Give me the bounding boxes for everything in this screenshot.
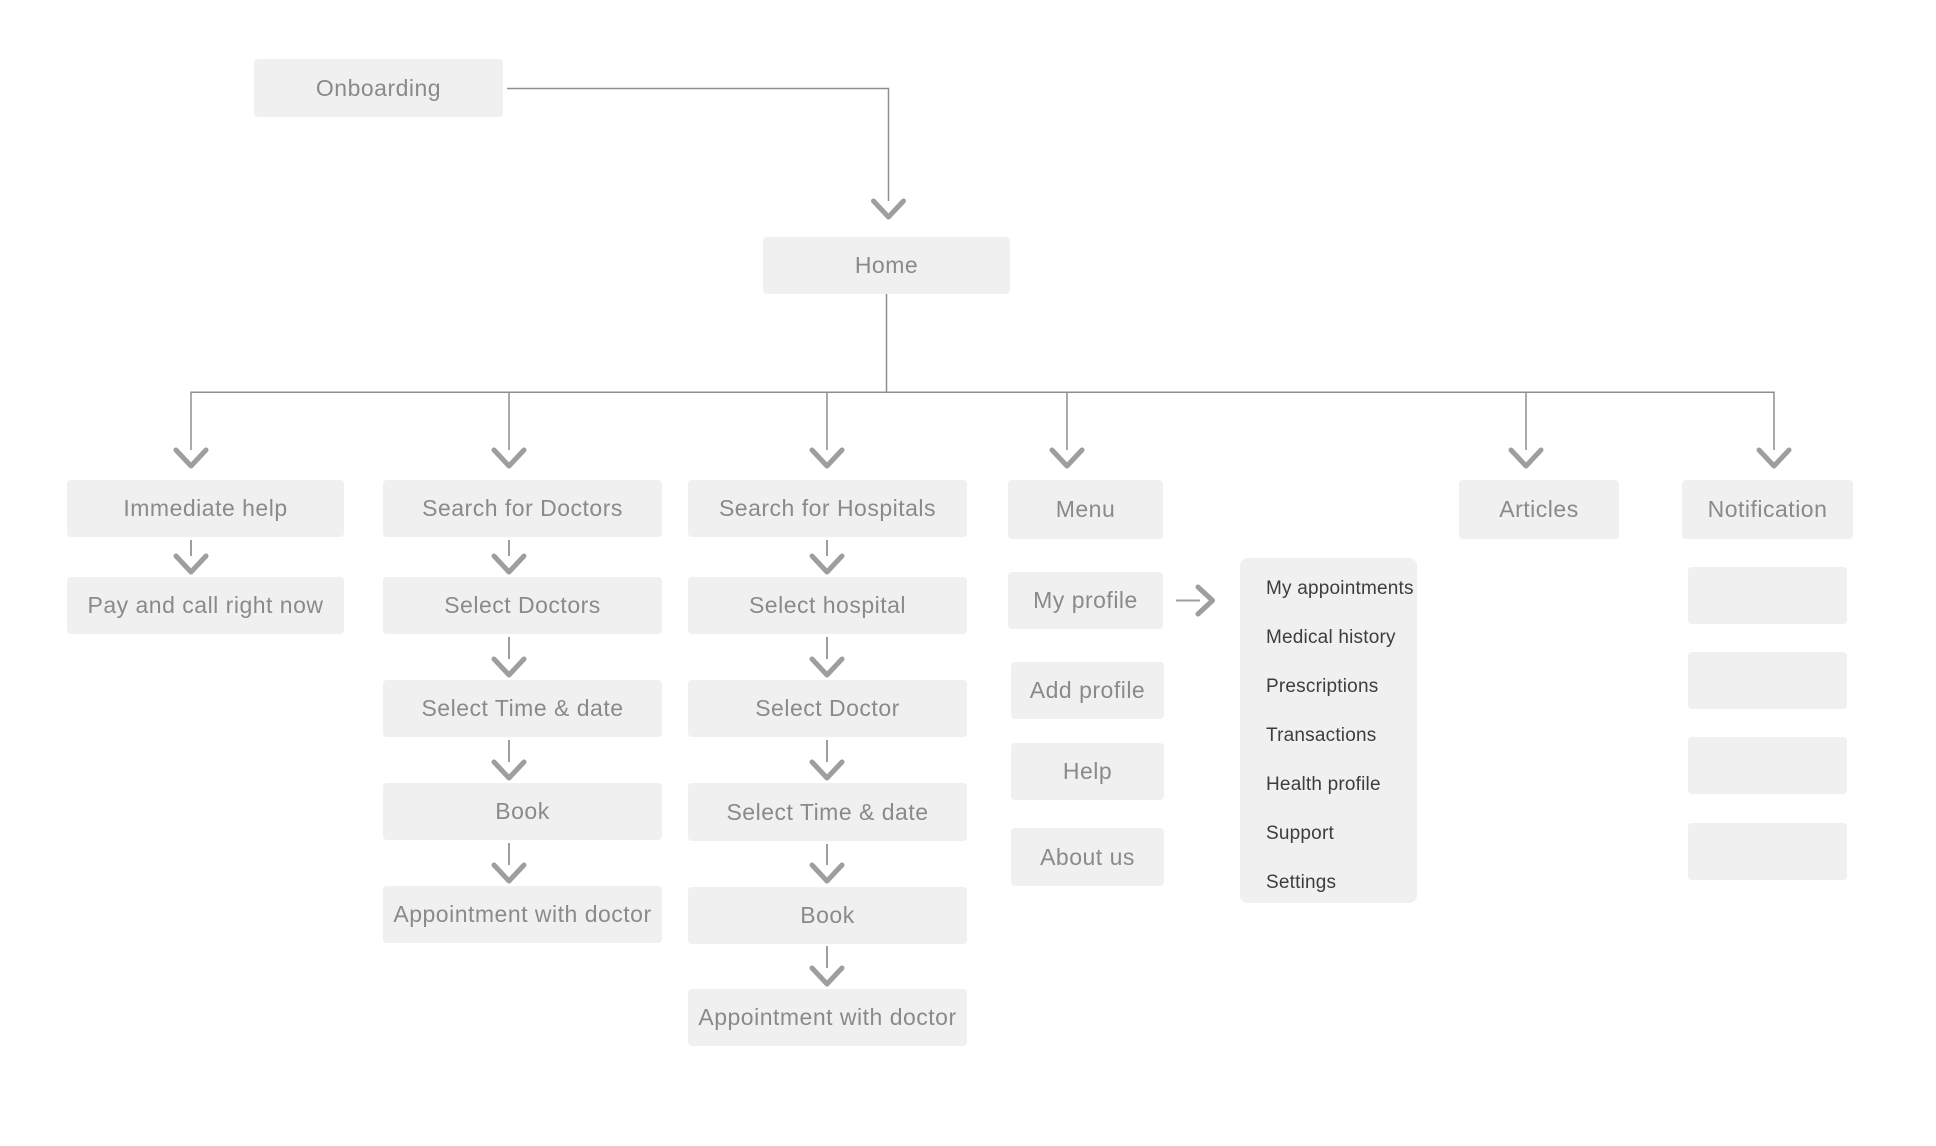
connector-onboarding-home xyxy=(507,87,890,201)
arrow-right-icon xyxy=(1195,584,1215,617)
arrow-down-icon xyxy=(491,759,527,781)
arrow-down-icon xyxy=(491,656,527,678)
arrow-down-icon xyxy=(809,553,845,575)
notification-placeholder xyxy=(1688,652,1847,709)
arrow-down-icon xyxy=(1508,447,1544,469)
arrow-down-icon xyxy=(491,553,527,575)
notification-placeholder xyxy=(1688,823,1847,880)
arrow-down-icon xyxy=(809,862,845,884)
node-articles: Articles xyxy=(1459,480,1619,539)
arrow-down-icon xyxy=(491,862,527,884)
node-my-profile: My profile xyxy=(1008,572,1163,629)
node-book-doctors: Book xyxy=(383,783,662,840)
profile-menu-item-support: Support xyxy=(1266,823,1334,844)
node-appointment-with-doctor-doctors: Appointment with doctor xyxy=(383,886,662,943)
node-onboarding: Onboarding xyxy=(254,59,503,117)
notification-placeholder xyxy=(1688,737,1847,794)
arrow-down-icon xyxy=(173,553,209,575)
arrow-down-icon xyxy=(1756,447,1792,469)
arrow-down-icon xyxy=(173,447,209,469)
node-appointment-with-doctor-hospitals: Appointment with doctor xyxy=(688,989,967,1046)
profile-menu-item-medical-history: Medical history xyxy=(1266,627,1396,648)
node-search-for-doctors: Search for Doctors xyxy=(383,480,662,537)
profile-menu-item-settings: Settings xyxy=(1266,872,1337,893)
arrow-down-icon xyxy=(1049,447,1085,469)
node-about-us: About us xyxy=(1011,828,1164,886)
node-select-doctor: Select Doctor xyxy=(688,680,967,737)
node-immediate-help: Immediate help xyxy=(67,480,344,537)
node-select-doctors: Select Doctors xyxy=(383,577,662,634)
profile-menu-item-my-appointments: My appointments xyxy=(1266,578,1414,599)
node-search-for-hospitals: Search for Hospitals xyxy=(688,480,967,537)
node-select-hospital: Select hospital xyxy=(688,577,967,634)
arrow-down-icon xyxy=(809,759,845,781)
node-select-time-date-doctors: Select Time & date xyxy=(383,680,662,737)
node-pay-and-call-right-now: Pay and call right now xyxy=(67,577,344,634)
profile-menu-item-health-profile: Health profile xyxy=(1266,774,1381,795)
arrow-down-icon xyxy=(809,656,845,678)
node-add-profile: Add profile xyxy=(1011,662,1164,719)
arrow-down-icon xyxy=(871,198,906,220)
notification-placeholder xyxy=(1688,567,1847,624)
profile-menu-item-prescriptions: Prescriptions xyxy=(1266,676,1379,697)
profile-menu-item-transactions: Transactions xyxy=(1266,725,1377,746)
node-home: Home xyxy=(763,237,1010,294)
node-notification: Notification xyxy=(1682,480,1853,539)
profile-menu-panel: My appointments Medical history Prescrip… xyxy=(1240,558,1417,903)
node-select-time-date-hospitals: Select Time & date xyxy=(688,783,967,841)
node-help: Help xyxy=(1011,743,1164,800)
node-book-hospitals: Book xyxy=(688,887,967,944)
node-menu: Menu xyxy=(1008,480,1163,539)
connector-branch-line xyxy=(190,391,1775,450)
arrow-down-icon xyxy=(809,965,845,987)
arrow-down-icon xyxy=(809,447,845,469)
arrow-down-icon xyxy=(491,447,527,469)
